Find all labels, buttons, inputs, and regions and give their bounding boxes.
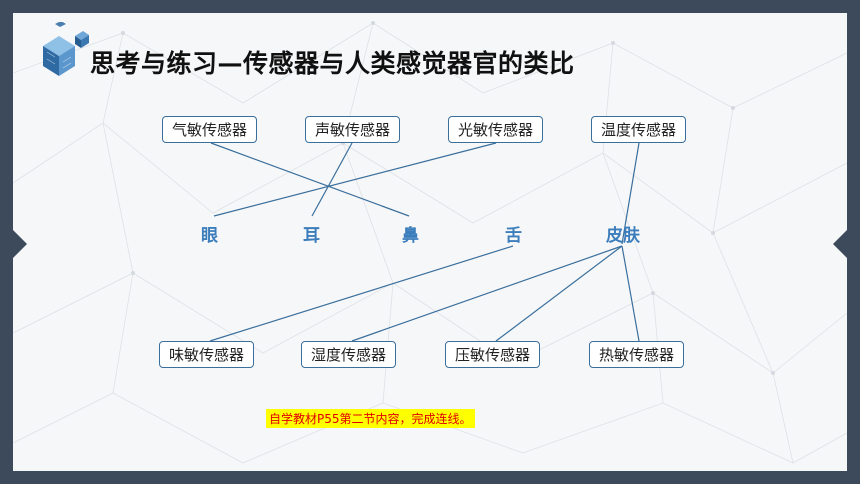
organ-nose: 鼻 — [402, 226, 419, 246]
slide — [13, 13, 847, 471]
organ-tongue: 舌 — [505, 226, 522, 246]
organ-eye: 眼 — [201, 226, 218, 246]
line-gas-to-nose — [210, 142, 410, 217]
organ-ear: 耳 — [303, 226, 320, 246]
line-light-to-eye — [213, 142, 497, 217]
line-sound-to-ear — [311, 142, 353, 217]
instruction-note: 自学教材P55第二节内容，完成连线。 — [266, 409, 475, 428]
line-temp-to-skin — [621, 142, 640, 245]
page-title: 思考与练习—传感器与人类感觉器官的类比 — [90, 49, 575, 78]
line-skin-to-heat — [621, 245, 640, 342]
sensor-box-pressure: 压敏传感器 — [445, 341, 541, 368]
organ-skin: 皮肤 — [606, 226, 640, 246]
sensor-box-heat: 热敏传感器 — [589, 341, 685, 368]
cube-logo-icon — [43, 22, 89, 76]
sensor-box-light: 光敏传感器 — [448, 116, 544, 143]
line-skin-to-humidity — [351, 245, 623, 342]
background-network-pattern — [13, 21, 847, 464]
left-edge-notch — [13, 230, 27, 258]
sensor-box-taste: 味敏传感器 — [159, 341, 255, 368]
line-tongue-to-taste — [209, 245, 514, 342]
right-edge-notch — [833, 230, 847, 258]
sensor-box-gas: 气敏传感器 — [162, 116, 258, 143]
sensor-box-humidity: 湿度传感器 — [301, 341, 397, 368]
sensor-box-temperature: 温度传感器 — [591, 116, 687, 143]
line-skin-to-pressure — [495, 245, 623, 342]
sensor-box-sound: 声敏传感器 — [305, 116, 401, 143]
